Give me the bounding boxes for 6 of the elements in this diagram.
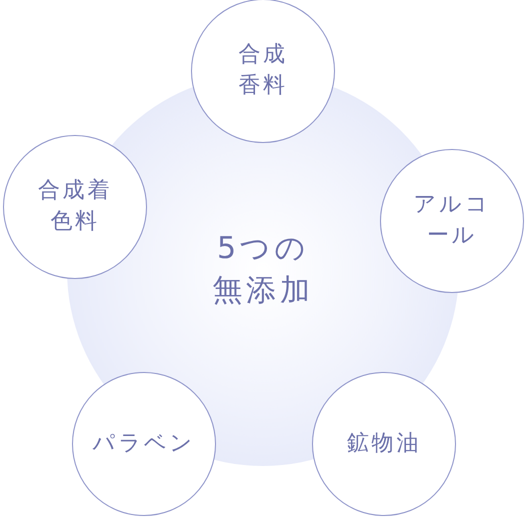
item-label: アルコール — [412, 191, 492, 250]
item-label: 合成香料 — [237, 41, 289, 100]
item-label: パラベン — [92, 430, 196, 458]
item-label: 鉱物油 — [346, 430, 422, 458]
center-title: 5つの無添加 — [212, 230, 314, 310]
item-label: 合成着色料 — [37, 177, 113, 236]
